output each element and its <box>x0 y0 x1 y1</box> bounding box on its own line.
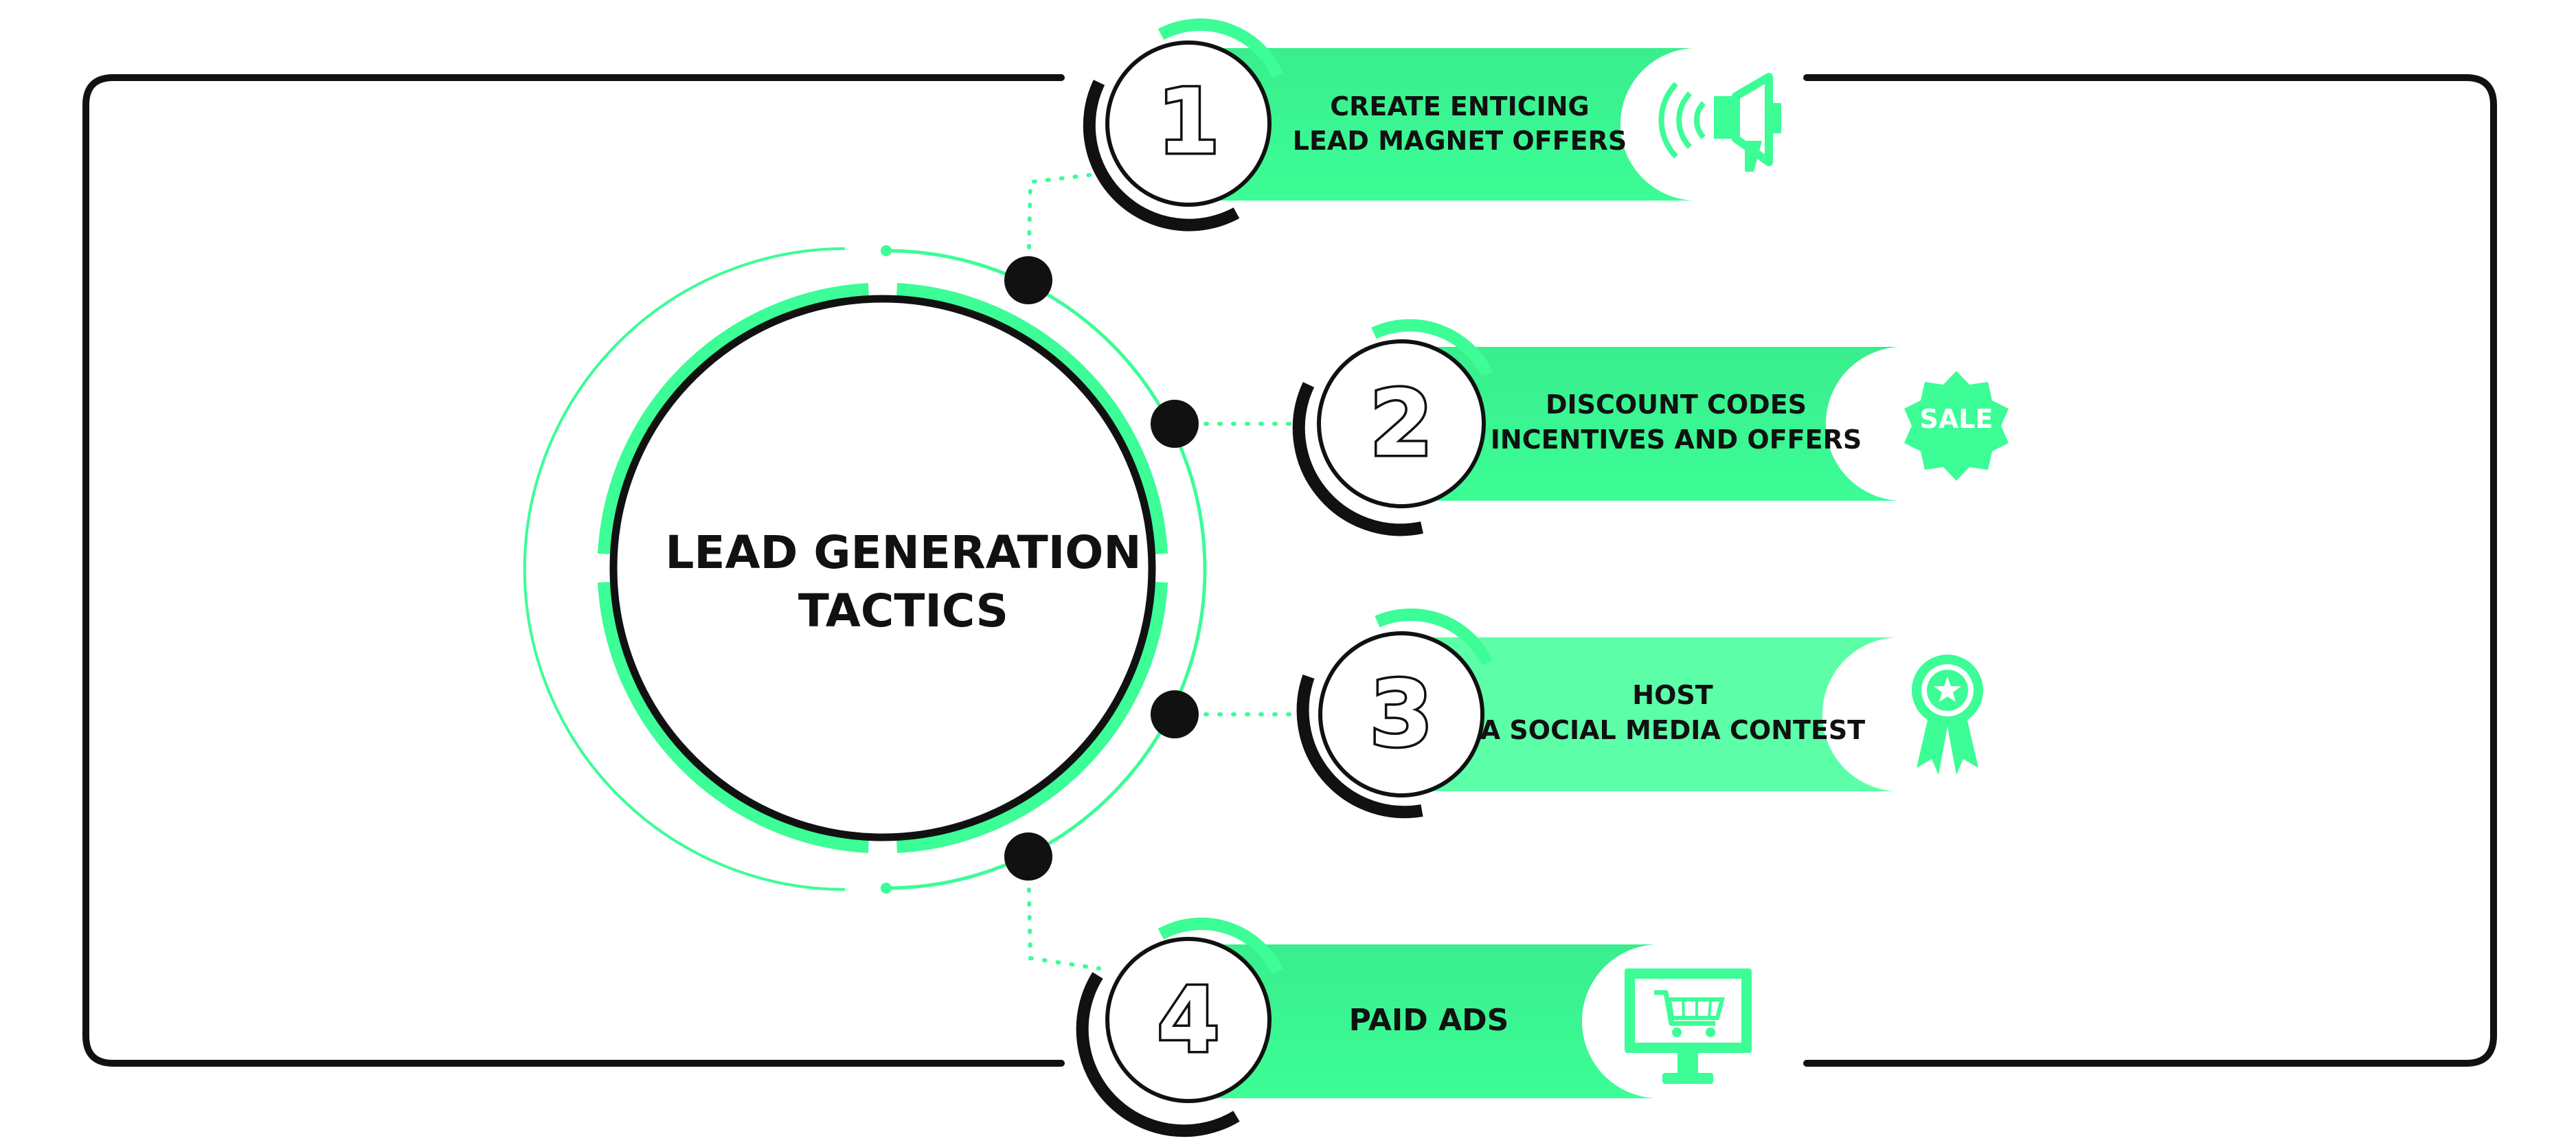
hub-outer-arc-left <box>523 247 846 891</box>
step-1-number: 1 <box>1157 69 1219 174</box>
connectors <box>1026 171 1311 971</box>
step-3-label-line2: A SOCIAL MEDIA CONTEST <box>1480 715 1866 745</box>
central-hub: LEAD GENERATION TACTICS <box>523 245 1207 894</box>
connector-dot-1 <box>1004 256 1052 304</box>
step-4-arc-accent <box>1157 917 1284 975</box>
step-2-number: 2 <box>1370 371 1433 477</box>
step-3-number: 3 <box>1370 661 1433 767</box>
step-1-arc-accent <box>1157 18 1284 78</box>
step-4-label-line1: PAID ADS <box>1349 1003 1509 1038</box>
megaphone-icon <box>1658 73 1781 172</box>
step-4-arc-dark <box>1076 972 1240 1137</box>
hub-black-ring <box>609 295 1156 841</box>
step-2-arc-accent <box>1371 319 1493 377</box>
step-4-number: 4 <box>1157 968 1219 1072</box>
connector-4 <box>1026 860 1101 971</box>
step-3-arc-accent <box>1375 608 1493 666</box>
step-3-arc-dark <box>1296 674 1423 819</box>
step-4-number-circle <box>1105 937 1272 1103</box>
step-1: 1 CREATE ENTICING LEAD MAGNET OFFERS <box>1083 18 1781 231</box>
monitor-cart-icon <box>1625 968 1752 1084</box>
step-1-arc-dark <box>1083 80 1240 231</box>
connector-dot-4 <box>1004 832 1052 881</box>
frame-left-part <box>82 74 1065 1067</box>
sale-badge-text: SALE <box>1920 404 1993 434</box>
hub-arc-dot-top <box>881 245 892 256</box>
award-ribbon-icon <box>1912 655 1983 775</box>
connector-dot-3 <box>1151 690 1199 738</box>
step-2-number-circle <box>1317 339 1486 508</box>
step-1-label-line1: CREATE ENTICING <box>1330 91 1590 122</box>
step-2-label-line2: INCENTIVES AND OFFERS <box>1491 424 1862 455</box>
sale-badge-icon: SALE <box>1904 371 2009 481</box>
connector-dot-2 <box>1151 400 1199 448</box>
hub-title-line2: TACTICS <box>798 585 1008 637</box>
outer-frame <box>82 74 2497 1067</box>
step-3-number-circle <box>1318 631 1484 797</box>
step-2-label-line1: DISCOUNT CODES <box>1546 389 1807 420</box>
hub-title-line1: LEAD GENERATION <box>665 526 1141 579</box>
step-3-banner <box>1405 637 1899 791</box>
hub-arc-dot-bottom <box>881 883 892 894</box>
step-1-number-circle <box>1105 41 1272 207</box>
step-3-label-line1: HOST <box>1632 680 1713 710</box>
step-1-label-line2: LEAD MAGNET OFFERS <box>1293 126 1627 156</box>
step-2: 2 DISCOUNT CODES INCENTIVES AND OFFERS S… <box>1292 319 2009 536</box>
connector-dots <box>1004 256 1199 881</box>
step-2-arc-dark <box>1292 382 1423 536</box>
step-3: 3 HOST A SOCIAL MEDIA CONTEST <box>1296 608 1983 819</box>
step-4: 4 PAID ADS <box>1076 917 1752 1137</box>
frame-right-part <box>1803 74 2497 1067</box>
